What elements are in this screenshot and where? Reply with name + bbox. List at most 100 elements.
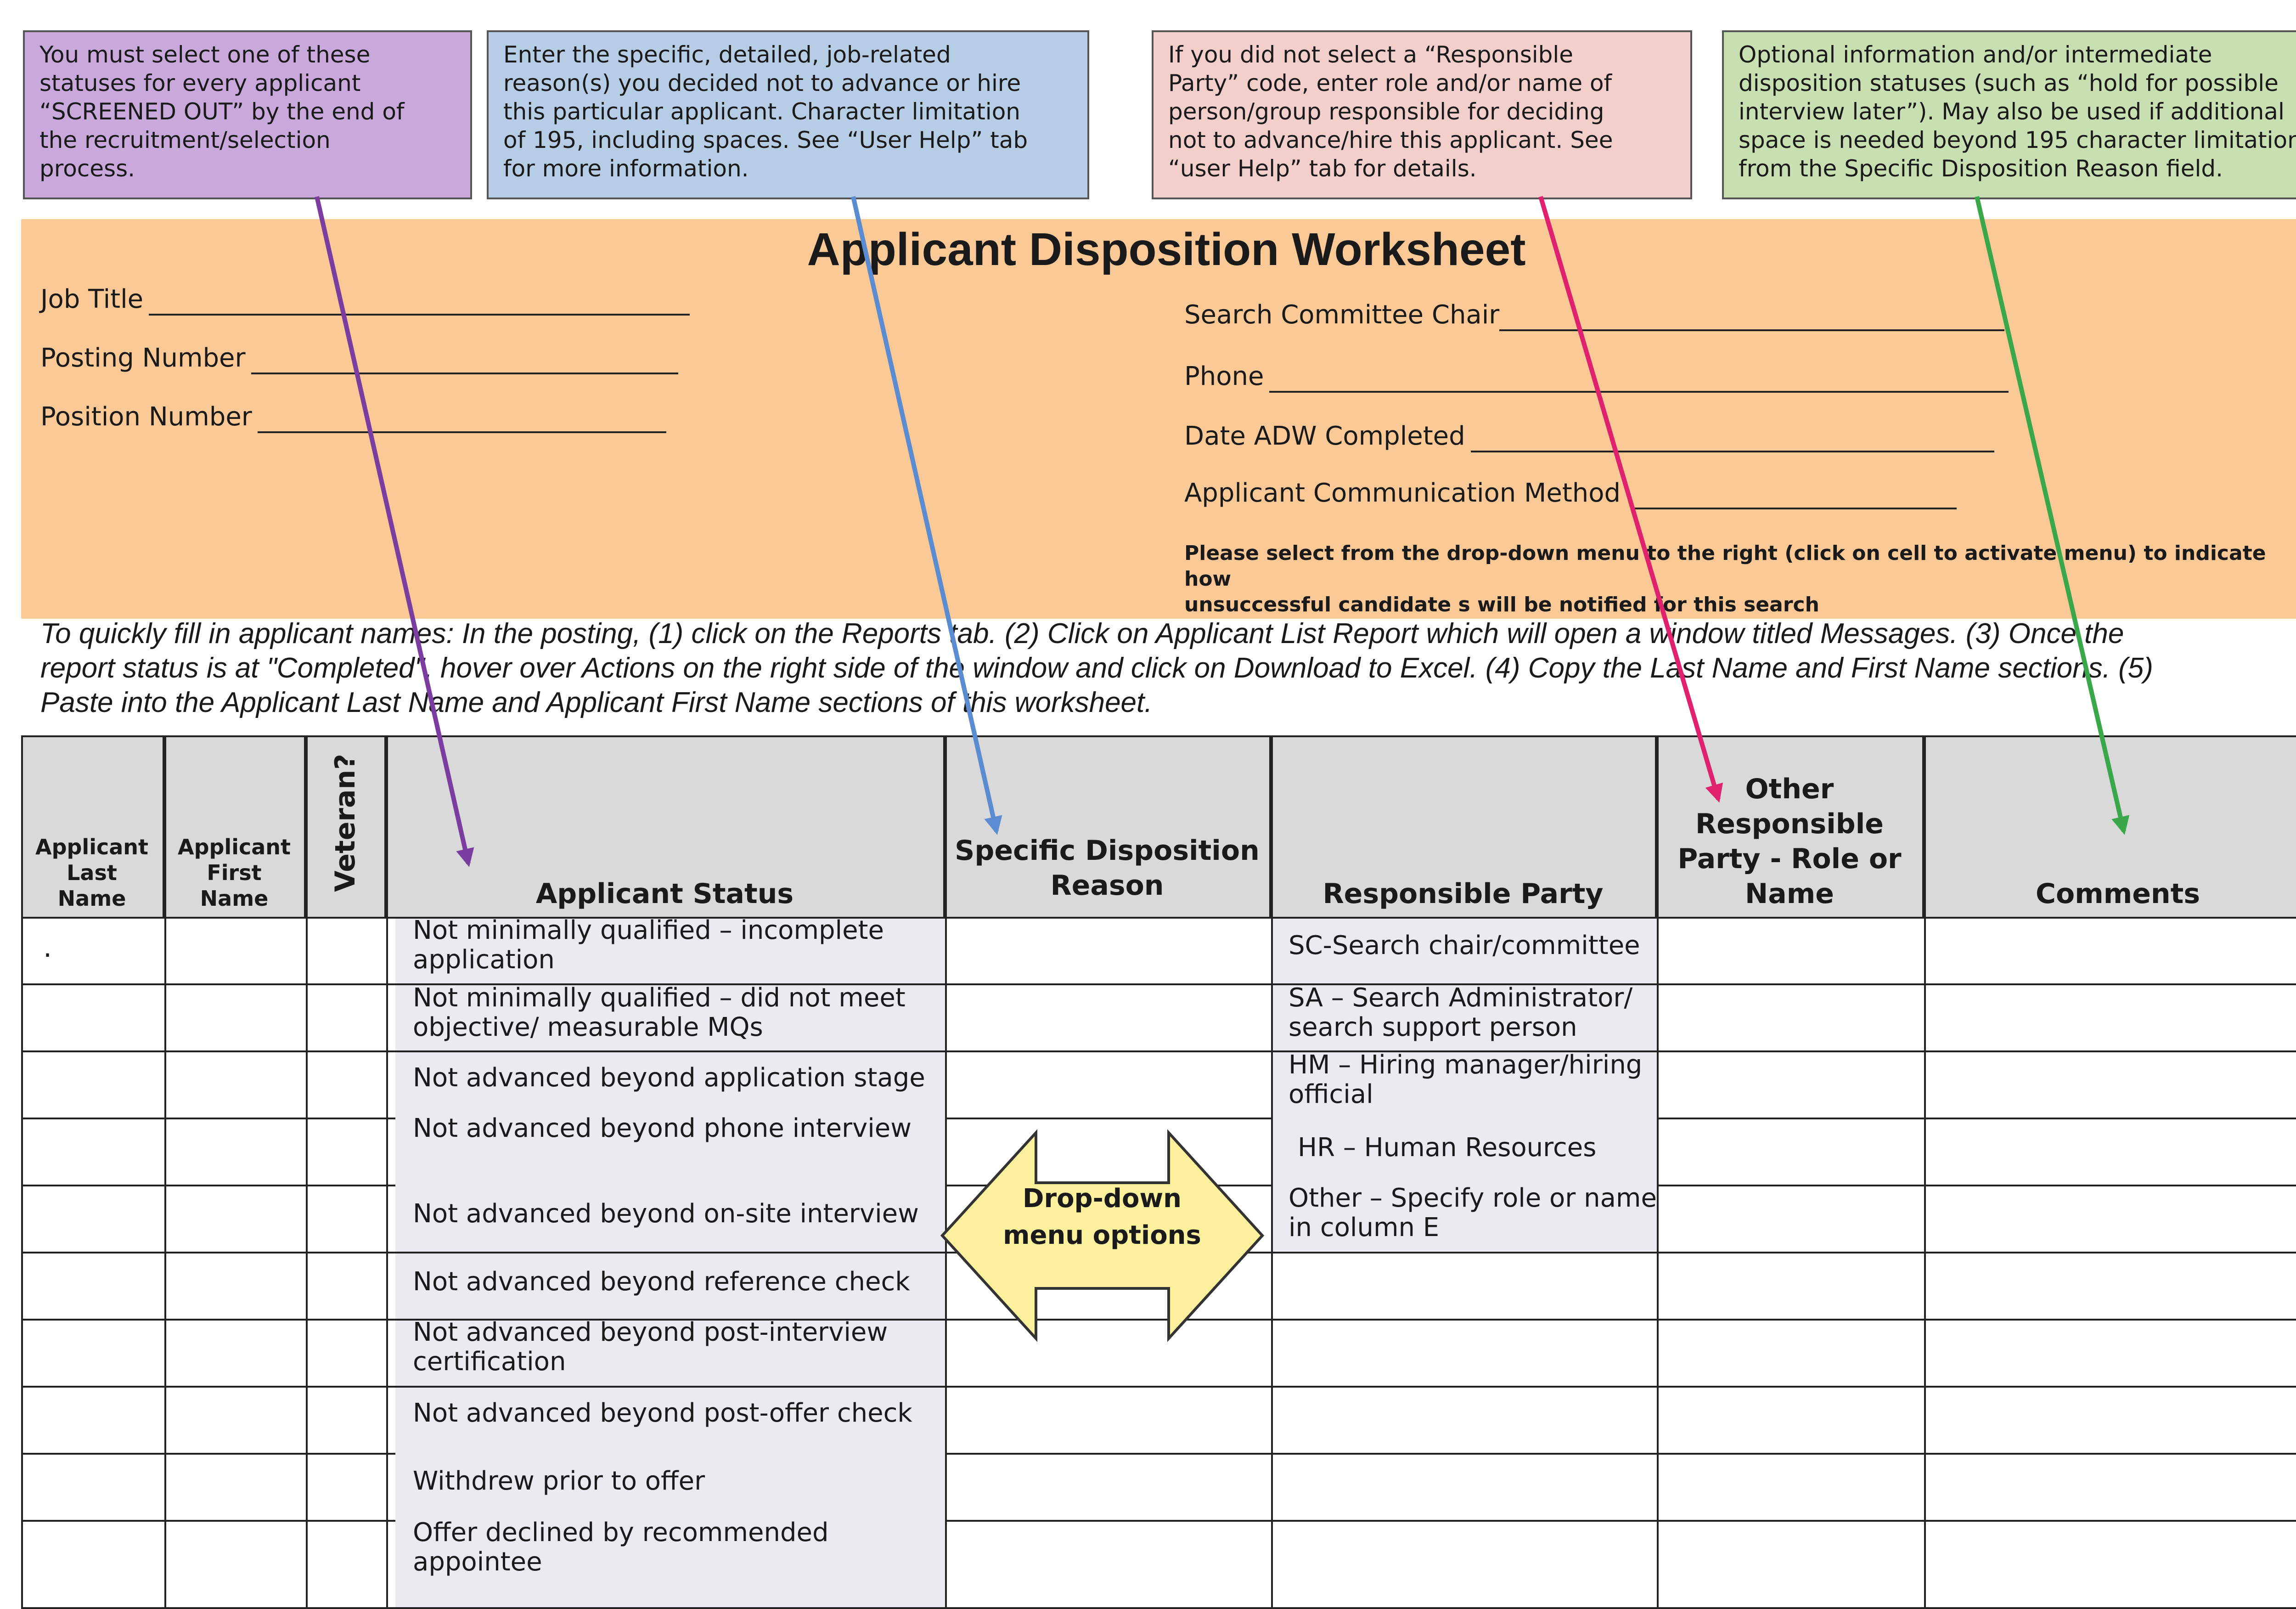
- party-option-sc[interactable]: SC-Search chair/committee: [1289, 931, 1640, 960]
- comm-method-row: Applicant Communication Method: [1184, 477, 1957, 509]
- grid-hline: [386, 1607, 945, 1609]
- status-option-offer-declined[interactable]: Offer declined by recommended appointee: [413, 1518, 829, 1577]
- grid-hline: [1657, 1252, 2296, 1253]
- grid-hline: [1271, 1453, 1657, 1455]
- status-option-post-interview[interactable]: Not advanced beyond post-interview certi…: [413, 1317, 888, 1377]
- grid-hline: [1657, 735, 2296, 737]
- date-completed-field[interactable]: [1470, 425, 1994, 452]
- grid-hline: [21, 1118, 395, 1119]
- grid-hline: [1657, 1607, 2296, 1609]
- party-options-column: [1271, 917, 1657, 1251]
- grid-hline: [945, 735, 1271, 737]
- search-chair-field[interactable]: [1499, 304, 2005, 331]
- callout-comments-help: Optional information and/or intermediate…: [1722, 30, 2296, 199]
- party-option-sa[interactable]: SA – Search Administrator/ search suppor…: [1289, 983, 1633, 1042]
- header-other-party: Other Responsible Party - Role or Name: [1657, 735, 1924, 917]
- grid-hline: [945, 1520, 1271, 1522]
- grid-hline: [386, 735, 945, 737]
- grid-hline: [386, 1252, 945, 1253]
- callout-reason-help: Enter the specific, detailed, job-relate…: [487, 30, 1089, 199]
- grid-hline: [945, 917, 1271, 919]
- grid-hline: [1657, 1453, 2296, 1455]
- posting-number-field[interactable]: [251, 347, 678, 374]
- grid-hline: [945, 1319, 1271, 1321]
- grid-hline: [21, 735, 395, 737]
- header-reason-text: Specific Disposition Reason: [955, 835, 1260, 902]
- grid-hline: [1271, 1607, 1657, 1609]
- grid-hline: [945, 983, 1271, 985]
- job-title-field[interactable]: [149, 288, 690, 316]
- header-comments: Comments: [1924, 735, 2296, 917]
- cell-last-name-first-row[interactable]: .: [43, 932, 52, 964]
- worksheet-header-form: Applicant Disposition Worksheet Job Titl…: [21, 219, 2296, 619]
- status-option-post-offer[interactable]: Not advanced beyond post-offer check: [413, 1398, 912, 1428]
- grid-hline: [21, 1607, 395, 1609]
- grid-hline: [1657, 1520, 2296, 1522]
- dropdown-menu-label: Drop-down menu options: [1003, 1184, 1201, 1250]
- header-reason: Specific Disposition Reason: [945, 735, 1271, 917]
- search-chair-label: Search Committee Chair: [1184, 300, 1500, 330]
- status-option-onsite-interview[interactable]: Not advanced beyond on-site interview: [413, 1199, 919, 1229]
- status-option-did-not-meet-mqs[interactable]: Not minimally qualified – did not meet o…: [413, 983, 906, 1042]
- grid-hline: [1657, 1319, 2296, 1321]
- phone-field[interactable]: [1269, 365, 2009, 393]
- grid-hline: [21, 1520, 395, 1522]
- grid-vline: [1924, 735, 1926, 1609]
- grid-hline: [1657, 983, 2296, 985]
- search-chair-row: Search Committee Chair: [1184, 299, 2005, 331]
- grid-vline: [1657, 735, 1659, 1609]
- grid-hline: [386, 1050, 945, 1052]
- grid-vline: [1271, 735, 1273, 1609]
- grid-hline: [386, 983, 945, 985]
- posting-number-row: Posting Number: [40, 342, 678, 374]
- grid-hline: [1271, 1520, 1657, 1522]
- header-last-name: Applicant Last Name: [21, 735, 164, 917]
- date-completed-row: Date ADW Completed: [1184, 420, 1994, 452]
- position-number-field[interactable]: [257, 406, 666, 433]
- status-options-column: [395, 917, 945, 1609]
- grid-vline: [306, 735, 308, 1609]
- grid-hline: [1271, 1050, 1657, 1052]
- grid-hline: [1657, 1050, 2296, 1052]
- grid-hline: [1271, 917, 1657, 919]
- grid-hline: [1657, 1386, 2296, 1388]
- disposition-table: Applicant Last Name Applicant First Name…: [21, 735, 2296, 1609]
- header-status-text: Applicant Status: [535, 878, 794, 910]
- header-veteran: Veteran?: [306, 735, 386, 917]
- job-title-label: Job Title: [40, 284, 144, 314]
- header-first-name-text: Applicant First Name: [177, 835, 291, 911]
- phone-label: Phone: [1184, 361, 1264, 391]
- grid-hline: [21, 1050, 395, 1052]
- header-party-text: Responsible Party: [1322, 878, 1604, 910]
- grid-vline: [21, 735, 23, 1609]
- grid-hline: [21, 917, 395, 919]
- party-option-hm[interactable]: HM – Hiring manager/hiring official: [1289, 1050, 1643, 1109]
- status-option-incomplete[interactable]: Not minimally qualified – incomplete app…: [413, 915, 884, 975]
- callout-party-help: If you did not select a “Responsible Par…: [1152, 30, 1692, 199]
- status-option-reference-check[interactable]: Not advanced beyond reference check: [413, 1267, 910, 1297]
- status-option-phone-interview[interactable]: Not advanced beyond phone interview: [413, 1113, 912, 1143]
- position-number-row: Position Number: [40, 401, 666, 433]
- party-option-hr[interactable]: HR – Human Resources: [1298, 1133, 1597, 1163]
- grid-hline: [21, 1252, 395, 1253]
- header-first-name: Applicant First Name: [164, 735, 306, 917]
- comm-method-field[interactable]: [1632, 482, 1957, 509]
- comm-method-note: Please select from the drop-down menu to…: [1184, 542, 2266, 616]
- grid-hline: [386, 917, 945, 919]
- grid-hline: [1271, 983, 1657, 985]
- job-title-row: Job Title: [40, 283, 690, 316]
- status-option-withdrew[interactable]: Withdrew prior to offer: [413, 1466, 705, 1496]
- grid-hline: [21, 983, 395, 985]
- status-option-application-stage[interactable]: Not advanced beyond application stage: [413, 1063, 925, 1093]
- party-option-other[interactable]: Other – Specify role or name in column E: [1289, 1183, 1657, 1242]
- date-completed-label: Date ADW Completed: [1184, 421, 1465, 451]
- grid-hline: [1657, 1185, 2296, 1186]
- header-status: Applicant Status: [386, 735, 945, 917]
- grid-hline: [1657, 1118, 2296, 1119]
- grid-hline: [1271, 1386, 1657, 1388]
- phone-row: Phone: [1184, 361, 2009, 393]
- callout-status-help: You must select one of these statuses fo…: [23, 30, 472, 199]
- position-number-label: Position Number: [40, 402, 252, 432]
- grid-hline: [945, 1607, 1271, 1609]
- grid-hline: [386, 1386, 945, 1388]
